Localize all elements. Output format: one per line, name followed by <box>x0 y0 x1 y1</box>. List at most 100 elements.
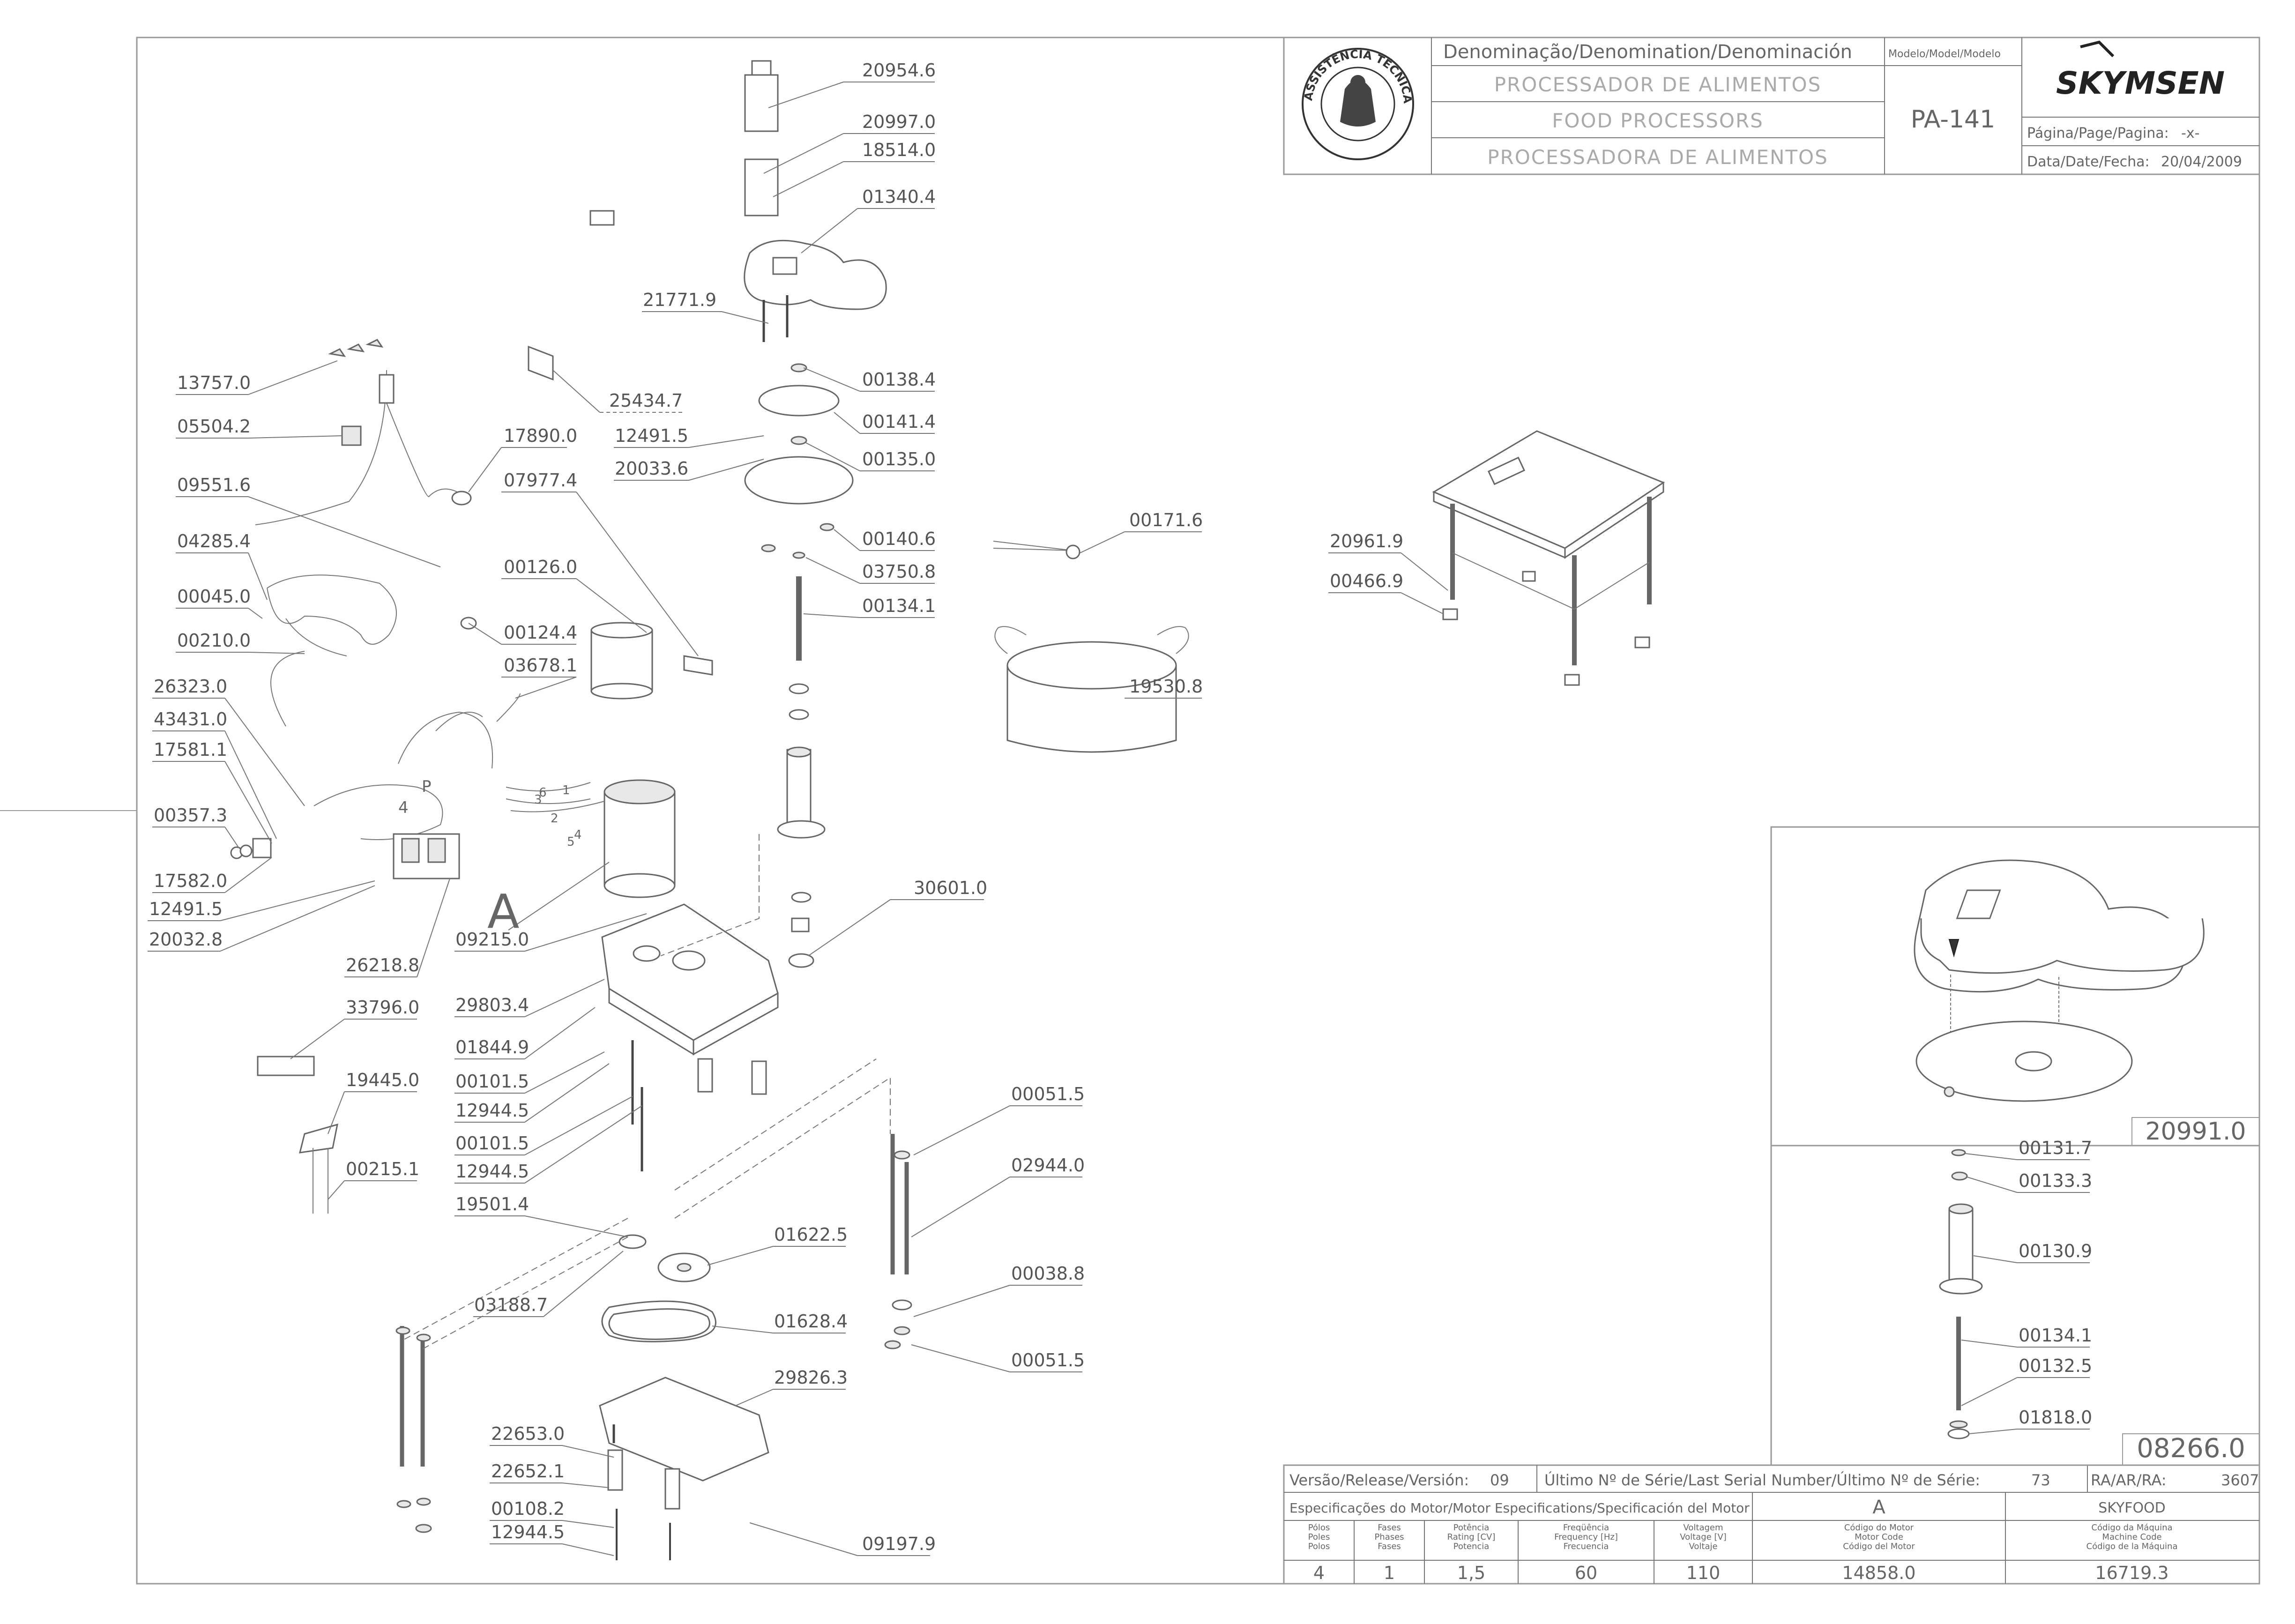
callout-01844-9: 01844.9 <box>455 1037 529 1058</box>
callout-00051-5a: 00051.5 <box>1011 1084 1085 1104</box>
callout-20033-6: 20033.6 <box>615 458 688 479</box>
electrical-assembly <box>230 210 713 1214</box>
callout-00124-4: 00124.4 <box>504 622 577 643</box>
callout-00051-5b: 00051.5 <box>1011 1350 1085 1371</box>
callout-00101-5b: 00101.5 <box>455 1133 529 1154</box>
spec-table: Versão/Release/Versión: 09 Último Nº de … <box>1283 1464 2260 1585</box>
model-label: Modelo/Model/Modelo <box>1888 48 2001 60</box>
svg-text:Potência: Potência <box>1453 1523 1490 1533</box>
callout-07977-4: 07977.4 <box>504 470 577 491</box>
svg-text:Voltaje: Voltaje <box>1689 1542 1717 1551</box>
serial-label: Último Nº de Série/Last Serial Number/Úl… <box>1544 1471 1980 1489</box>
assembly-guides <box>402 834 891 1350</box>
title-block: ASSISTÊNCIA TÉCNICA AUTORIZADA Denominaç… <box>0 0 2260 175</box>
callout-12944-5a: 12944.5 <box>455 1100 529 1121</box>
callout-25434-7: 25434.7 <box>609 390 683 411</box>
callout-02944-0: 02944.0 <box>1011 1155 1085 1176</box>
callout-21771-9: 21771.9 <box>643 290 716 310</box>
svg-text:Fases: Fases <box>1378 1542 1401 1551</box>
drawing-frame <box>136 37 2260 1585</box>
spec-col-rating: Potência Rating [CV] Potencia 1,5 <box>1447 1523 1496 1583</box>
callout-13757-0: 13757.0 <box>177 372 251 393</box>
callout-19530-8: 19530.8 <box>1129 676 1203 697</box>
wire-p: P <box>422 777 432 796</box>
wire-2: 2 <box>551 812 559 826</box>
callout-29826-3: 29826.3 <box>774 1367 848 1388</box>
spec-col-phases: Fases Phases Fases 1 <box>1374 1523 1404 1583</box>
callout-01818-0: 01818.0 <box>2019 1407 2092 1428</box>
callout-00133-3: 00133.3 <box>2019 1170 2092 1191</box>
callout-00215-1: 00215.1 <box>346 1159 419 1179</box>
spec-col-frequency: Freqüência Frequency [Hz] Frecuencia 60 <box>1554 1523 1618 1583</box>
brand-logo: SKYMSEN <box>2056 40 2225 101</box>
callout-01628-4: 01628.4 <box>774 1311 848 1332</box>
svg-text:Motor Code: Motor Code <box>1855 1532 1903 1542</box>
svg-text:Freqüência: Freqüência <box>1563 1523 1609 1533</box>
svg-text:Voltage [V]: Voltage [V] <box>1680 1532 1727 1542</box>
bottom-plate <box>599 1377 769 1560</box>
callout-03188-7: 03188.7 <box>474 1295 548 1315</box>
callout-00466-9: 00466.9 <box>1330 571 1403 591</box>
serial-value: 73 <box>2031 1471 2050 1489</box>
wire-4: 4 <box>574 828 582 842</box>
detail-shaft-box: 08266.0 <box>1770 1145 2260 1466</box>
callout-01622-5: 01622.5 <box>774 1224 848 1245</box>
callout-04285-4: 04285.4 <box>177 531 251 551</box>
svg-text:Código del Motor: Código del Motor <box>1843 1542 1915 1551</box>
callout-00210-0: 00210.0 <box>177 630 251 651</box>
callouts: 20954.6 20997.0 18514.0 01340.4 21771.9 … <box>148 60 2092 1556</box>
wire-4b: 4 <box>398 798 409 817</box>
motor-letter: A <box>1872 1497 1885 1518</box>
svg-text:ASSISTÊNCIA TÉCNICA AUTORIZADA: ASSISTÊNCIA TÉCNICA AUTORIZADA <box>0 0 1414 104</box>
callout-19445-0: 19445.0 <box>346 1070 419 1090</box>
wire-6: 6 <box>539 786 547 800</box>
motor-spec-label: Especificações do Motor/Motor Especifica… <box>1289 1500 1750 1516</box>
model-value: PA-141 <box>1911 105 1995 134</box>
callout-00132-5: 00132.5 <box>2019 1356 2092 1376</box>
shaft-code: 08266.0 <box>2137 1433 2245 1464</box>
callout-17581-1: 17581.1 <box>154 739 227 760</box>
spec-col-voltage: Voltagem Voltage [V] Voltaje 110 <box>1680 1523 1727 1583</box>
svg-text:Fases: Fases <box>1378 1523 1401 1533</box>
callout-03678-1: 03678.1 <box>504 655 577 676</box>
spec-col-poles: Pólos Poles Polos 4 <box>1308 1523 1330 1583</box>
callout-00134-1: 00134.1 <box>862 596 936 616</box>
callout-12944-5c: 12944.5 <box>491 1522 565 1542</box>
brand-name: SKYMSEN <box>2056 65 2225 101</box>
svg-text:Voltagem: Voltagem <box>1683 1523 1723 1533</box>
svg-text:Phases: Phases <box>1374 1532 1404 1542</box>
callout-00130-9: 00130.9 <box>2019 1241 2092 1261</box>
motor-assembly <box>601 779 779 1342</box>
svg-text:Potencia: Potencia <box>1453 1542 1490 1551</box>
ra-label: RA/AR/RA: <box>2091 1471 2167 1489</box>
callout-18514-0: 18514.0 <box>862 140 936 160</box>
lid-code: 20991.0 <box>2145 1117 2246 1146</box>
bowl <box>994 626 1189 753</box>
svg-text:Código de la Máquina: Código de la Máquina <box>2086 1542 2178 1551</box>
callout-00101-5a: 00101.5 <box>455 1071 529 1092</box>
name-en: FOOD PROCESSORS <box>1552 109 1764 132</box>
callout-09197-9: 09197.9 <box>862 1534 936 1554</box>
frequency-value: 60 <box>1575 1563 1597 1583</box>
machine-name: SKYFOOD <box>2098 1500 2166 1516</box>
callout-00357-3: 00357.3 <box>154 805 227 826</box>
callout-09215-0: 09215.0 <box>455 929 529 950</box>
page-value: -x- <box>2181 125 2199 142</box>
poles-value: 4 <box>1313 1563 1325 1583</box>
svg-text:Polos: Polos <box>1308 1542 1330 1551</box>
date-label: Data/Date/Fecha: <box>2027 154 2150 170</box>
callout-19501-4: 19501.4 <box>455 1194 529 1214</box>
wire-5: 5 <box>567 835 575 849</box>
rating-value: 1,5 <box>1457 1563 1485 1583</box>
release-label: Versão/Release/Versión: <box>1289 1471 1469 1489</box>
callout-12491-5b: 12491.5 <box>149 899 223 919</box>
callout-00038-8: 00038.8 <box>1011 1263 1085 1284</box>
callout-20961-9: 20961.9 <box>1330 531 1403 551</box>
phases-value: 1 <box>1384 1563 1395 1583</box>
spec-col-motor-code: Código do Motor Motor Code Código del Mo… <box>1842 1523 1915 1583</box>
wire-3: 3 <box>534 793 542 807</box>
callout-12944-5b: 12944.5 <box>455 1161 529 1182</box>
callout-00134-1b: 00134.1 <box>2019 1325 2092 1346</box>
callout-22652-1: 22652.1 <box>491 1461 565 1482</box>
callout-00141-4: 00141.4 <box>862 411 936 432</box>
